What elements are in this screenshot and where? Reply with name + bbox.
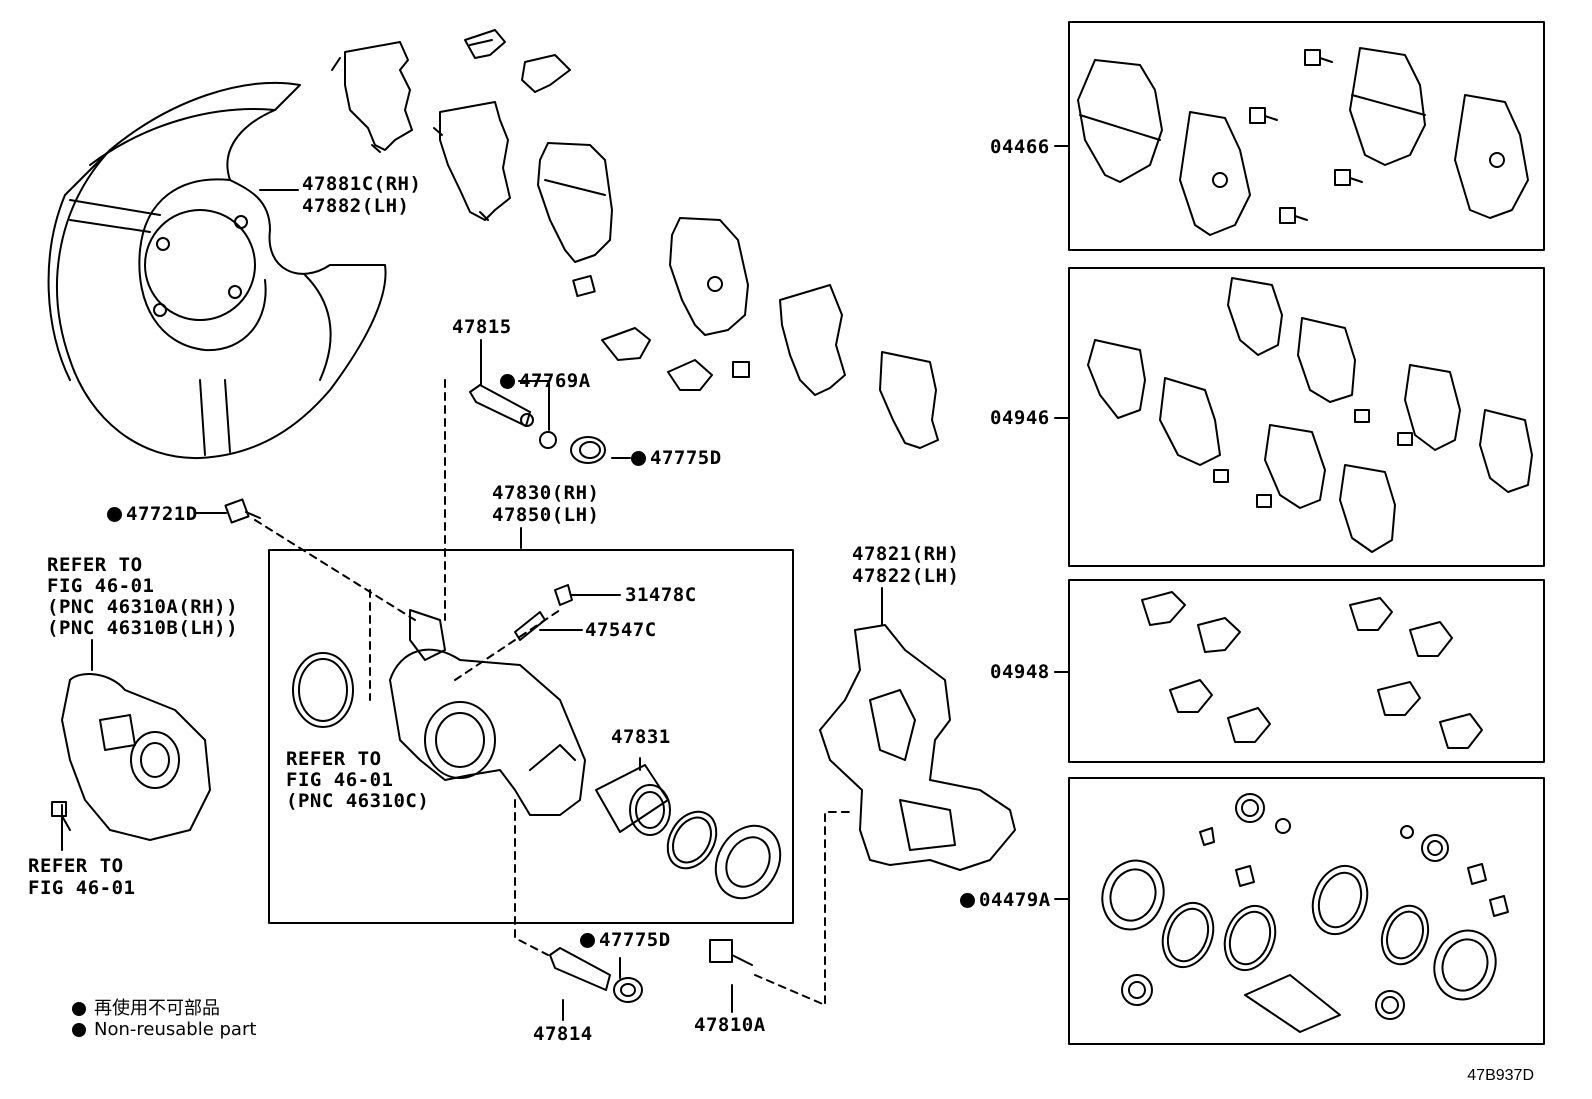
refer-note-bolt-line2: FIG 46-01 [28,877,136,899]
refer-note-motor-line4: (PNC 46310B(LH)) [47,617,239,639]
pad-clip [601,327,651,361]
piston-seal [292,652,354,728]
pin-boot [570,436,606,464]
label-kit-04948: 04948 [990,661,1050,683]
parking-brake-motor [61,673,211,841]
pad-shim [433,101,511,221]
bleeder-screw [514,611,546,641]
kit-04948-clips [1141,591,1483,749]
non-reusable-dot-icon [72,1023,86,1037]
non-reusable-dot-icon [500,374,515,389]
kit-box-04466 [1068,21,1545,251]
grease-packet [1244,974,1341,1033]
pad-shim [779,284,846,396]
label-47547C: 47547C [585,619,657,641]
label-47882-lh: 47882(LH) [302,195,410,217]
pad-shim [331,41,413,153]
label-47721D: 47721D [107,503,198,525]
caliper-assembly-box [268,549,794,924]
bleeder-bolt [224,498,261,524]
label-47810A: 47810A [694,1014,766,1036]
caliper-body [389,609,586,816]
label-31478C: 31478C [625,584,697,606]
kit-box-04946 [1068,267,1545,567]
legend-english: Non-reusable part [72,1019,256,1040]
pad-wear-indicator [732,361,750,378]
label-47850-lh: 47850(LH) [492,504,600,526]
label-47831: 47831 [611,726,671,748]
slide-pin-47815 [469,384,534,427]
refer-note-seal-line2: FIG 46-01 [286,769,394,791]
pad-clip [464,29,506,59]
mounting-bolt-47810A [709,939,753,966]
label-47769A: 47769A [500,370,591,392]
refer-note-motor-line2: FIG 46-01 [47,575,155,597]
motor-bolt [51,801,71,831]
kit-04946-shims [1087,277,1533,553]
non-reusable-dot-icon [107,507,122,522]
non-reusable-dot-icon [631,451,646,466]
cylinder-boot [714,824,782,900]
refer-note-bolt-line1: REFER TO [28,855,124,877]
refer-note-motor-line3: (PNC 46310A(RH)) [47,596,239,618]
kit-box-04948 [1068,579,1545,763]
kit-box-04479A [1068,777,1545,1045]
label-kit-04479A: 04479A [960,889,1051,911]
brake-pad [669,217,749,336]
non-reusable-dot-icon [960,893,975,908]
kit-04466-pads [1077,47,1529,236]
non-reusable-dot-icon [580,933,595,948]
piston-seal-ring [666,810,718,870]
brake-pad [537,142,613,298]
label-47814: 47814 [533,1023,593,1045]
guide-pin-47814 [549,947,611,991]
caliper-mounting-bracket [819,624,1016,871]
refer-note-motor-line1: REFER TO [47,554,143,576]
pad-shim [879,351,939,449]
pad-clip [667,359,713,391]
dust-cover [47,81,387,460]
label-47775D-bottom: 47775D [580,929,671,951]
refer-note-seal-line1: REFER TO [286,748,382,770]
guide-pin-boot [613,977,643,1003]
label-47881C-rh: 47881C(RH) [302,173,422,195]
label-47822-lh: 47822(LH) [852,565,960,587]
bleeder-cap [554,584,573,606]
figure-code: 47B937D [1467,1067,1534,1084]
kit-04479A-seals [1101,793,1509,1033]
non-reusable-dot-icon [72,1002,86,1016]
label-kit-04946: 04946 [990,407,1050,429]
bushing [539,431,557,449]
label-47830-rh: 47830(RH) [492,482,600,504]
label-47815: 47815 [452,316,512,338]
pad-clip [521,54,571,93]
label-47775D-top: 47775D [631,447,722,469]
piston [595,764,671,836]
label-kit-04466: 04466 [990,136,1050,158]
legend-japanese: 再使用不可部品 [72,994,220,1020]
label-47821-rh: 47821(RH) [852,543,960,565]
refer-note-seal-line3: (PNC 46310C) [286,790,430,812]
